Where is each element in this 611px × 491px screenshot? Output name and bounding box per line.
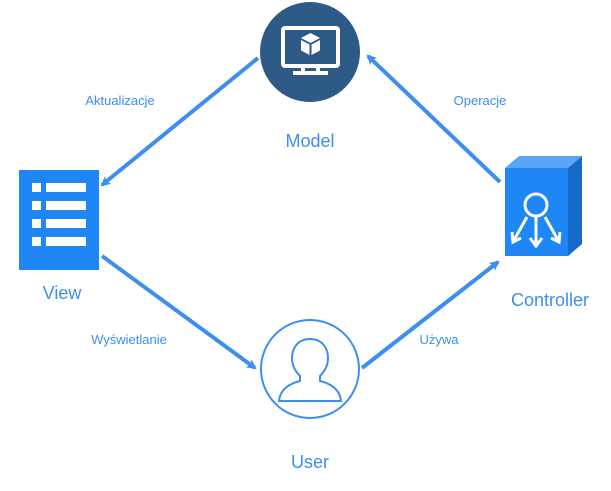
view-node: View	[19, 170, 99, 303]
edge-view-to-user	[100, 254, 257, 370]
edge-user-to-controller	[360, 260, 500, 370]
monitor-cube-icon	[281, 26, 340, 75]
user-circle	[260, 319, 360, 419]
user-label: User	[291, 452, 329, 472]
edge-label-aktualizacje: Aktualizacje	[85, 93, 154, 108]
model-label: Model	[285, 131, 334, 151]
edge-model-to-view	[100, 56, 260, 187]
model-circle	[260, 2, 360, 102]
edge-label-wyswietlanie: Wyświetlanie	[91, 332, 167, 347]
user-icon	[277, 337, 343, 402]
controller-label: Controller	[511, 290, 589, 310]
edge-label-operacje: Operacje	[454, 93, 507, 108]
controller-box-icon	[505, 156, 582, 256]
model-node: Model	[260, 2, 360, 151]
edge-label-uzywa: Używa	[419, 332, 459, 347]
edge-controller-to-model	[366, 54, 502, 184]
list-icon	[19, 170, 99, 270]
view-label: View	[43, 283, 83, 303]
controller-node: Controller	[505, 156, 589, 310]
user-node: User	[260, 319, 360, 472]
